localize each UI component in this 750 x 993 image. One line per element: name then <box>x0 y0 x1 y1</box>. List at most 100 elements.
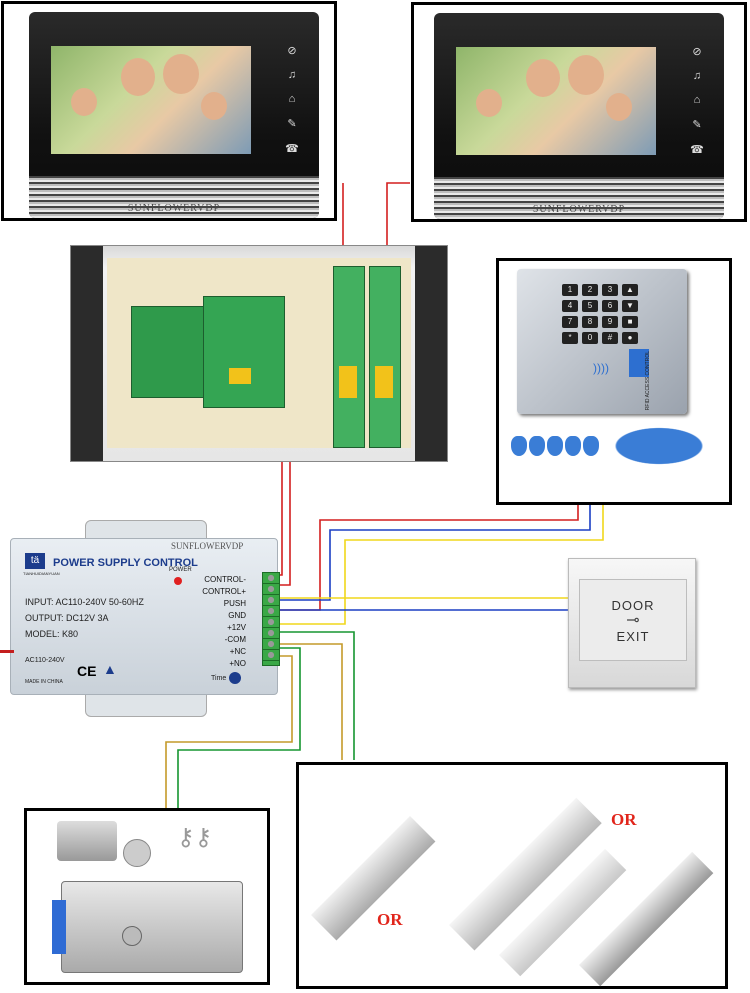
terminal-label: PUSH <box>223 599 246 608</box>
box-right-wall <box>415 246 447 461</box>
monitor-2-frame: ⊘ ♫ ⌂ ✎ ☎ SUNFLOWERVDP <box>411 2 747 222</box>
psu-logo-text: TIANHUIDIANYUAN <box>23 571 60 576</box>
keypad-key[interactable]: 0 <box>582 332 598 344</box>
keypad-key[interactable]: * <box>562 332 578 344</box>
rfid-keypad: 1 2 3 ▲ 4 5 6 ▼ 7 8 9 ■ * 0 # ● )))) RFI… <box>517 269 687 414</box>
terminal-label: +NC <box>229 647 246 656</box>
keypad-key[interactable]: ■ <box>622 316 638 328</box>
monitor-1-brand: SUNFLOWERVDP <box>127 203 221 214</box>
rim-lock-frame: ⚷⚷ <box>24 808 270 985</box>
psu-made-in: MADE IN CHINA <box>25 679 63 685</box>
rim-lock <box>52 881 243 973</box>
terminal-block <box>262 572 280 666</box>
monitor-2-bezel <box>434 177 724 219</box>
relay-yellow <box>229 368 251 384</box>
keypad-key[interactable]: 1 <box>562 284 578 296</box>
rfid-card-icon <box>629 349 649 377</box>
phone-icon[interactable]: ☎ <box>690 144 704 156</box>
ce-mark-icon: CE <box>77 663 97 679</box>
psu-ac-label: AC110-240V <box>25 657 65 664</box>
exit-button-face[interactable]: DOOR ⊸ EXIT <box>579 579 687 661</box>
psu-power-label: POWER <box>169 567 192 573</box>
lock-options-frame: OR OR <box>296 762 728 989</box>
circuit-board-2 <box>203 296 285 408</box>
wire-monitor2-red <box>386 182 410 265</box>
unlock-icon[interactable]: ⌂ <box>693 94 701 106</box>
keypad-frame: 1 2 3 ▲ 4 5 6 ▼ 7 8 9 ■ * 0 # ● )))) RFI… <box>496 258 732 505</box>
psu-time-label: Time <box>211 675 227 682</box>
monitor-1-screen <box>51 46 251 154</box>
psu-output: OUTPUT: DC12V 3A <box>25 613 109 623</box>
lock-cylinder-icon <box>123 839 151 867</box>
music-icon[interactable]: ♫ <box>287 69 297 81</box>
relay-yellow <box>339 366 357 398</box>
psu-body: tä TIANHUIDIANYUAN POWER SUPPLY CONTROL … <box>10 538 278 695</box>
distribution-box <box>70 245 448 462</box>
psu-model: MODEL: K80 <box>25 629 79 639</box>
monitor-2: ⊘ ♫ ⌂ ✎ ☎ SUNFLOWERVDP <box>434 13 724 219</box>
terminal-label: CONTROL- <box>204 575 246 584</box>
monitor-2-screen <box>456 47 656 155</box>
keypad-key[interactable]: ● <box>622 332 638 344</box>
talk-icon[interactable]: ✎ <box>287 118 297 130</box>
phone-icon[interactable]: ☎ <box>285 143 299 155</box>
keypad-keys: 1 2 3 ▲ 4 5 6 ▼ 7 8 9 ■ * 0 # ● <box>562 284 638 344</box>
lock-accessories <box>57 821 117 861</box>
terminal-label: +NO <box>229 659 246 668</box>
power-supply: tä TIANHUIDIANYUAN POWER SUPPLY CONTROL … <box>0 520 280 720</box>
timer-knob-icon[interactable] <box>229 672 241 684</box>
unlock-icon[interactable]: ⌂ <box>288 93 296 105</box>
wire-keypad-blue <box>274 505 591 601</box>
keys-icon: ⚷⚷ <box>177 824 213 851</box>
lock-keyhole-icon <box>122 926 142 946</box>
mute-icon[interactable]: ⊘ <box>692 46 702 58</box>
psu-input: INPUT: AC110-240V 50-60HZ <box>25 597 144 607</box>
lock-blue-cap <box>52 900 66 954</box>
wire-keypad-yellow <box>274 505 604 625</box>
keypad-key[interactable]: 5 <box>582 300 598 312</box>
monitor-2-brand: SUNFLOWERVDP <box>532 204 626 215</box>
psu-logo-icon: tä <box>25 553 45 569</box>
wire-lock-green-2 <box>177 647 301 808</box>
keypad-key[interactable]: ▲ <box>622 284 638 296</box>
terminal-label: CONTROL+ <box>202 587 246 596</box>
terminal-label: GND <box>228 611 246 620</box>
exit-line1: DOOR <box>611 598 655 613</box>
monitor-1-buttons: ⊘ ♫ ⌂ ✎ ☎ <box>285 44 299 155</box>
power-led-icon <box>174 577 182 585</box>
box-left-wall <box>71 246 103 461</box>
monitor-1-frame: ⊘ ♫ ⌂ ✎ ☎ SUNFLOWERVDP <box>1 1 337 221</box>
wire-keypad-red <box>274 505 579 611</box>
keypad-key[interactable]: 9 <box>602 316 618 328</box>
electric-strike <box>311 816 436 941</box>
keypad-key[interactable]: 8 <box>582 316 598 328</box>
exit-button[interactable]: DOOR ⊸ EXIT <box>568 558 696 688</box>
or-label-2: OR <box>611 810 637 829</box>
warning-icon: ▲ <box>103 661 117 677</box>
music-icon[interactable]: ♫ <box>692 70 702 82</box>
wire-lock-olive-1 <box>274 643 343 760</box>
keypad-side-label: RFID ACCESS CONTROL <box>645 351 651 411</box>
psu-title: POWER SUPPLY CONTROL <box>53 557 198 569</box>
terminal-label: -COM <box>224 635 246 644</box>
circuit-board-4 <box>369 266 401 448</box>
keypad-key[interactable]: 7 <box>562 316 578 328</box>
wire-lock-olive-2 <box>165 655 293 808</box>
mute-icon[interactable]: ⊘ <box>287 45 297 57</box>
keypad-key[interactable]: 3 <box>602 284 618 296</box>
wire-lock-green-1 <box>274 631 355 760</box>
keypad-key[interactable]: 4 <box>562 300 578 312</box>
circuit-board-3 <box>333 266 365 448</box>
power-cord <box>0 650 14 653</box>
keypad-key[interactable]: ▼ <box>622 300 638 312</box>
keypad-key[interactable]: 6 <box>602 300 618 312</box>
relay-yellow <box>375 366 393 398</box>
talk-icon[interactable]: ✎ <box>692 119 702 131</box>
exit-line2: EXIT <box>616 629 650 644</box>
monitor-1: ⊘ ♫ ⌂ ✎ ☎ SUNFLOWERVDP <box>29 12 319 218</box>
keypad-key[interactable]: # <box>602 332 618 344</box>
or-label-1: OR <box>377 910 403 929</box>
keypad-key[interactable]: 2 <box>582 284 598 296</box>
terminal-label: +12V <box>227 623 246 632</box>
